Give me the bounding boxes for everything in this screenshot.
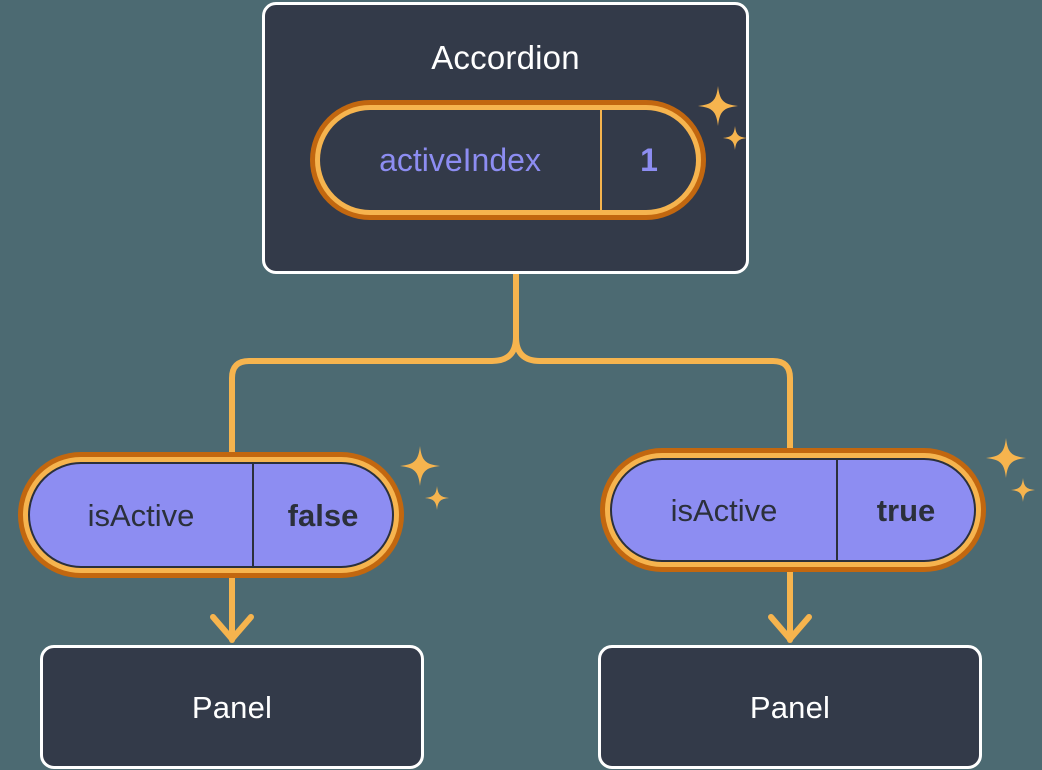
sparkle-icon bbox=[400, 446, 440, 486]
panel-component-box-left[interactable]: Panel bbox=[40, 645, 424, 769]
pill-body: activeIndex 1 bbox=[320, 110, 696, 210]
accordion-title: Accordion bbox=[431, 39, 580, 76]
connector-root-to-right bbox=[513, 271, 793, 451]
pill-body: isActive false bbox=[28, 462, 394, 568]
panel-title-left: Panel bbox=[191, 689, 273, 725]
state-key-active-index: activeIndex bbox=[320, 110, 602, 210]
sparkle-icon-group-right bbox=[982, 434, 1038, 519]
state-key-is-active-left: isActive bbox=[30, 464, 254, 566]
pill-ring: activeIndex 1 bbox=[315, 105, 701, 215]
panel-component-box-right[interactable]: Panel bbox=[598, 645, 982, 769]
connector-root-to-left bbox=[229, 271, 519, 455]
state-pill-is-active-false[interactable]: isActive false bbox=[18, 452, 404, 578]
sparkle-icon-small bbox=[1011, 478, 1035, 502]
state-value-is-active-left: false bbox=[287, 497, 359, 533]
arrowhead-left-icon bbox=[210, 614, 254, 642]
sparkle-icon bbox=[986, 438, 1026, 478]
pill-ring: isActive false bbox=[23, 457, 399, 573]
state-key-is-active-right: isActive bbox=[612, 460, 838, 560]
state-value-is-active-right: true bbox=[876, 492, 936, 528]
arrowhead-right-icon bbox=[768, 614, 812, 642]
state-pill-is-active-true[interactable]: isActive true bbox=[600, 448, 986, 572]
pill-ring: isActive true bbox=[605, 453, 981, 567]
sparkle-icon-group-left bbox=[396, 442, 452, 527]
sparkle-icon-small bbox=[425, 486, 449, 510]
pill-body: isActive true bbox=[610, 458, 976, 562]
state-pill-active-index[interactable]: activeIndex 1 bbox=[310, 100, 706, 220]
state-value-active-index: 1 bbox=[640, 142, 658, 178]
panel-title-right: Panel bbox=[749, 689, 831, 725]
